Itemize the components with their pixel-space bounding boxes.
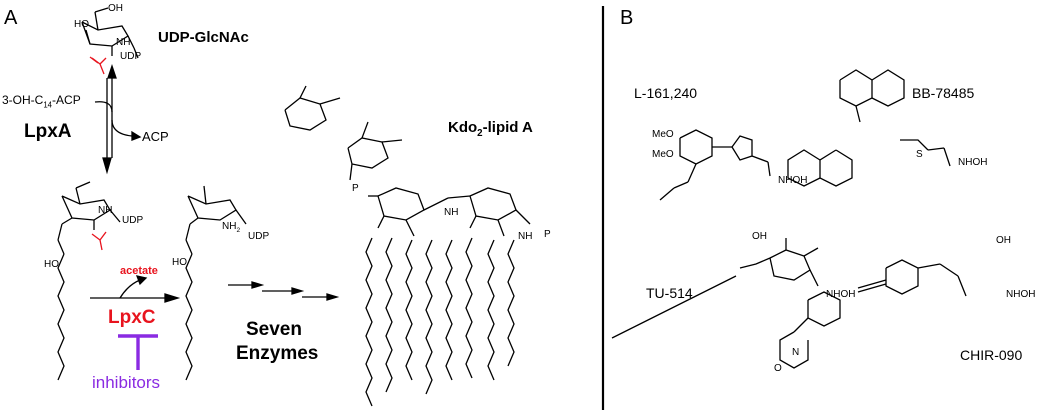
udp-label-3: UDP: [248, 231, 270, 242]
l-161240-label: L-161,240: [634, 85, 698, 101]
multistep-arrows: [228, 281, 340, 301]
oh-label-1: OH: [108, 3, 123, 14]
udp-label-2: UDP: [122, 215, 144, 226]
udp-label-1: UDP: [120, 51, 142, 62]
kdo2-lipid-a-label: Kdo2-lipid A: [448, 120, 533, 139]
l-161240-structure: [659, 129, 771, 201]
meo-label-2: MeO: [652, 149, 674, 160]
inhibitors-label: inhibitors: [92, 373, 161, 392]
ho-label-2: HO: [44, 259, 59, 270]
acyl-acp-sub: 14: [43, 100, 53, 110]
enzymes-label: Enzymes: [236, 343, 319, 364]
nhoh-label-2: NHOH: [958, 157, 988, 168]
panel-label-a: A: [4, 7, 18, 29]
bb-78485-structure: [787, 69, 951, 187]
chir-090-label: CHIR-090: [960, 347, 1023, 363]
panel-label-b: B: [620, 7, 634, 29]
lpxa-arrows: [94, 63, 142, 175]
o-label-b: O: [774, 363, 782, 374]
n-label-b: N: [792, 347, 800, 358]
udp-glcnac-structure: [81, 7, 139, 75]
acetate-label: acetate: [120, 265, 158, 277]
udp-glcnac-label: UDP-GlcNAc: [158, 29, 249, 46]
nhoh-label-1: NHOH: [778, 175, 808, 186]
inhibitor-bar: [118, 334, 158, 370]
deacetylated-structure: [185, 185, 247, 381]
kdo-prefix: Kdo: [448, 119, 478, 136]
bb-78485-label: BB-78485: [912, 85, 975, 101]
lpxc-label: LpxC: [108, 307, 156, 328]
kdo-suffix: -lipid A: [482, 119, 533, 136]
lpxa-label: LpxA: [24, 121, 72, 142]
ho-label-3: HO: [172, 257, 187, 268]
nhoh-label-3: NHOH: [826, 289, 856, 300]
oh-label-b2: OH: [752, 231, 767, 242]
acyl-acp-prefix: 3-OH-C: [2, 93, 44, 107]
chir-090-structure: [779, 259, 967, 369]
p-label-1: P: [352, 183, 359, 194]
nh-label-3: NH: [444, 207, 459, 218]
seven-label: Seven: [246, 319, 302, 340]
meo-label-1: MeO: [652, 129, 674, 140]
acyl-acp-suffix: -ACP: [52, 93, 81, 107]
kdo-sub: 2: [477, 128, 483, 139]
nh2-label: NH2: [222, 222, 240, 235]
nh-label-2: NH: [98, 205, 113, 216]
nh-label-1: NH: [116, 37, 131, 48]
nhoh-label-4: NHOH: [1006, 289, 1036, 300]
tu-514-structure: [611, 238, 819, 339]
tu-514-label: TU-514: [646, 285, 693, 301]
oh-label-b1: OH: [996, 235, 1011, 246]
p-label-2: P: [544, 229, 551, 240]
lpxc-arrow: [90, 275, 181, 303]
acyl-acp-label: 3-OH-C14-ACP: [2, 94, 81, 109]
nh-label-4: NH: [518, 231, 533, 242]
nh2-sub: 2: [236, 227, 241, 234]
acp-label: ACP: [142, 129, 169, 144]
nh2-text: NH: [222, 221, 237, 232]
acyl-udp-glcnac-structure: [57, 181, 121, 381]
ho-label-1: HO: [74, 19, 89, 30]
kdo2-lipid-a-structure: [284, 85, 531, 407]
s-label: S: [916, 149, 923, 160]
